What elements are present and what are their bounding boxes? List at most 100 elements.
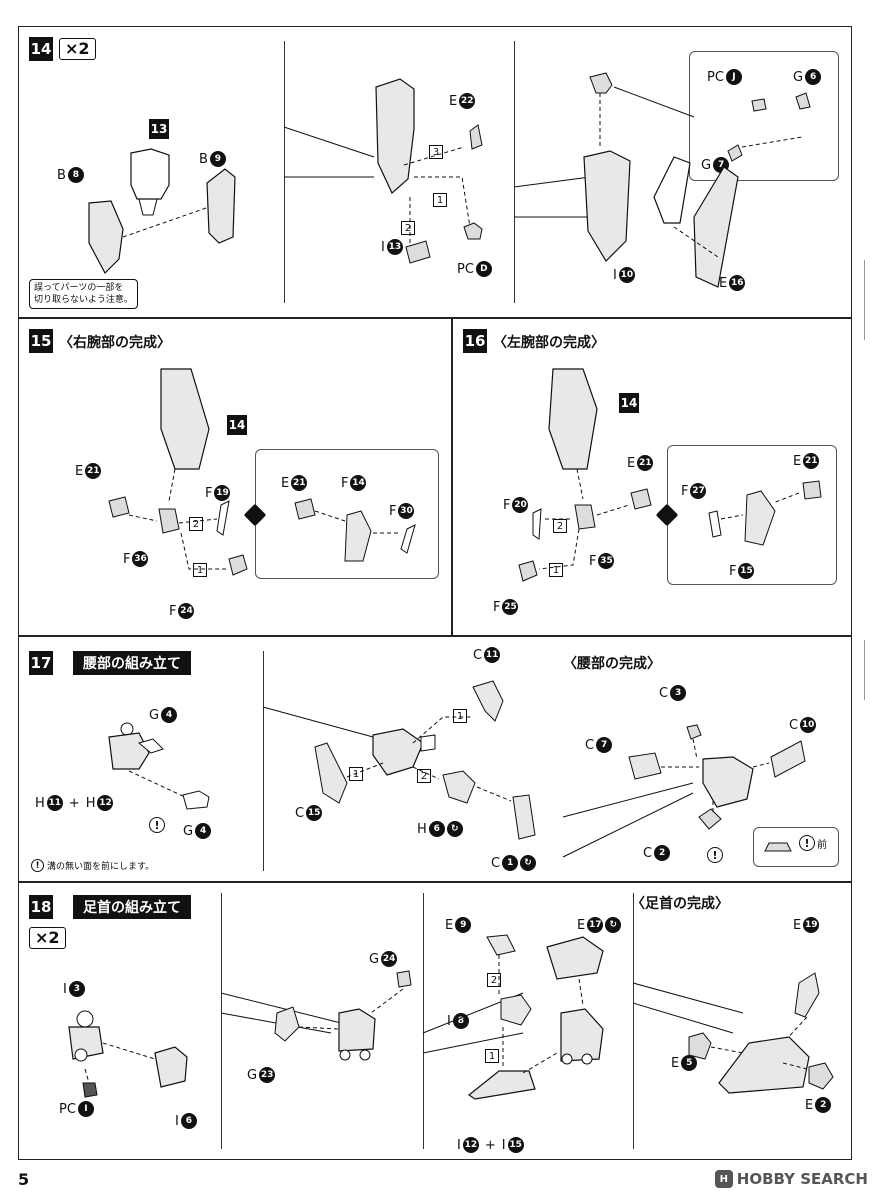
part-number: 11 (46, 795, 63, 811)
part-letter: G (701, 157, 712, 173)
part-letter: PC (707, 69, 724, 85)
part-letter: F (389, 503, 397, 519)
section-divider (423, 893, 424, 1149)
part-number: 17 (587, 917, 604, 933)
part-number: 19 (214, 485, 231, 501)
seq-marker: 1 (193, 563, 207, 577)
part-number: 6 (805, 69, 822, 85)
seq-marker: 2 (189, 517, 203, 531)
note-line: !溝の無い面を前にします。 (31, 859, 154, 872)
section-divider (633, 893, 634, 1149)
part-number: 12 (97, 795, 114, 811)
page-edge-mark (864, 640, 874, 700)
caution-note: 誤ってパーツの一部を 切り取らないよう注意。 (29, 279, 138, 309)
left-arm-illustration (518, 368, 652, 582)
seq-marker: 2 (417, 769, 431, 783)
part-number: 5 (681, 1055, 698, 1071)
part-letter: H (35, 795, 45, 811)
part-letter: G (149, 707, 160, 723)
part-letter: E (449, 93, 458, 109)
part-letter: I (613, 267, 617, 283)
watermark: H HOBBY SEARCH (714, 1170, 868, 1188)
part-letter: B (199, 151, 208, 167)
part-number: 8 (452, 1013, 469, 1029)
part-number: 13 (386, 239, 403, 255)
seq-marker: 2 (487, 973, 501, 987)
part-letter: E (805, 1097, 814, 1113)
part-letter: I (501, 1137, 506, 1153)
part-number: 16 (729, 275, 746, 291)
forearm-assembly-illustration (513, 72, 811, 288)
part-number: 20 (512, 497, 529, 513)
part-letter: F (589, 553, 597, 569)
step-number: 18 (29, 895, 53, 919)
part-letter: I (175, 1113, 179, 1129)
right-arm-illustration (108, 368, 248, 576)
part-number: D (475, 261, 492, 277)
seq-marker: 2 (401, 221, 415, 235)
part-number: 8 (67, 167, 84, 183)
note-line: 切り取らないよう注意。 (34, 295, 133, 305)
part-letter: F (123, 551, 131, 567)
hand-parts-illustration (708, 480, 822, 546)
ref-step-14: 14 (619, 393, 639, 413)
detail-inset (753, 827, 839, 867)
part-number: J (725, 69, 742, 85)
part-letter: F (205, 485, 213, 501)
part-number: 21 (85, 463, 102, 479)
part-letter: C (659, 685, 669, 701)
part-number: 6 (428, 821, 445, 837)
part-letter: E (627, 455, 636, 471)
part-letter: E (671, 1055, 680, 1071)
step-number: 15 (29, 329, 53, 353)
rotate-icon: ↻ (446, 821, 463, 837)
step-title: 〈右腕部の完成〉 (59, 335, 171, 351)
step-number: 17 (29, 651, 53, 675)
ref-label: 14 (227, 415, 247, 435)
part-number: 15 (306, 805, 323, 821)
part-number: 21 (803, 453, 820, 469)
part-letter: E (281, 475, 290, 491)
part-letter: PC (457, 261, 474, 277)
part-letter: C (491, 855, 501, 871)
waist-assembly-illustration (262, 680, 536, 840)
front-label: !前 (799, 835, 827, 851)
part-number: I (77, 1101, 94, 1117)
part-number: 15 (738, 563, 755, 579)
part-letter: C (789, 717, 799, 733)
page-number: 5 (18, 1170, 30, 1189)
part-number: 24 (381, 951, 398, 967)
detail-inset (689, 51, 839, 181)
part-number: 2 (815, 1097, 832, 1113)
ref-label: 14 (619, 393, 639, 413)
elbow-assembly-illustration (283, 78, 483, 264)
step-number: 14 (29, 37, 53, 61)
ref-label: 13 (149, 119, 169, 139)
part-letter: B (57, 167, 66, 183)
step-title: 腰部の組み立て (73, 651, 191, 675)
page-edge-mark (864, 260, 874, 340)
section-divider (514, 41, 515, 303)
multiplier-badge: ×2 (59, 38, 96, 60)
